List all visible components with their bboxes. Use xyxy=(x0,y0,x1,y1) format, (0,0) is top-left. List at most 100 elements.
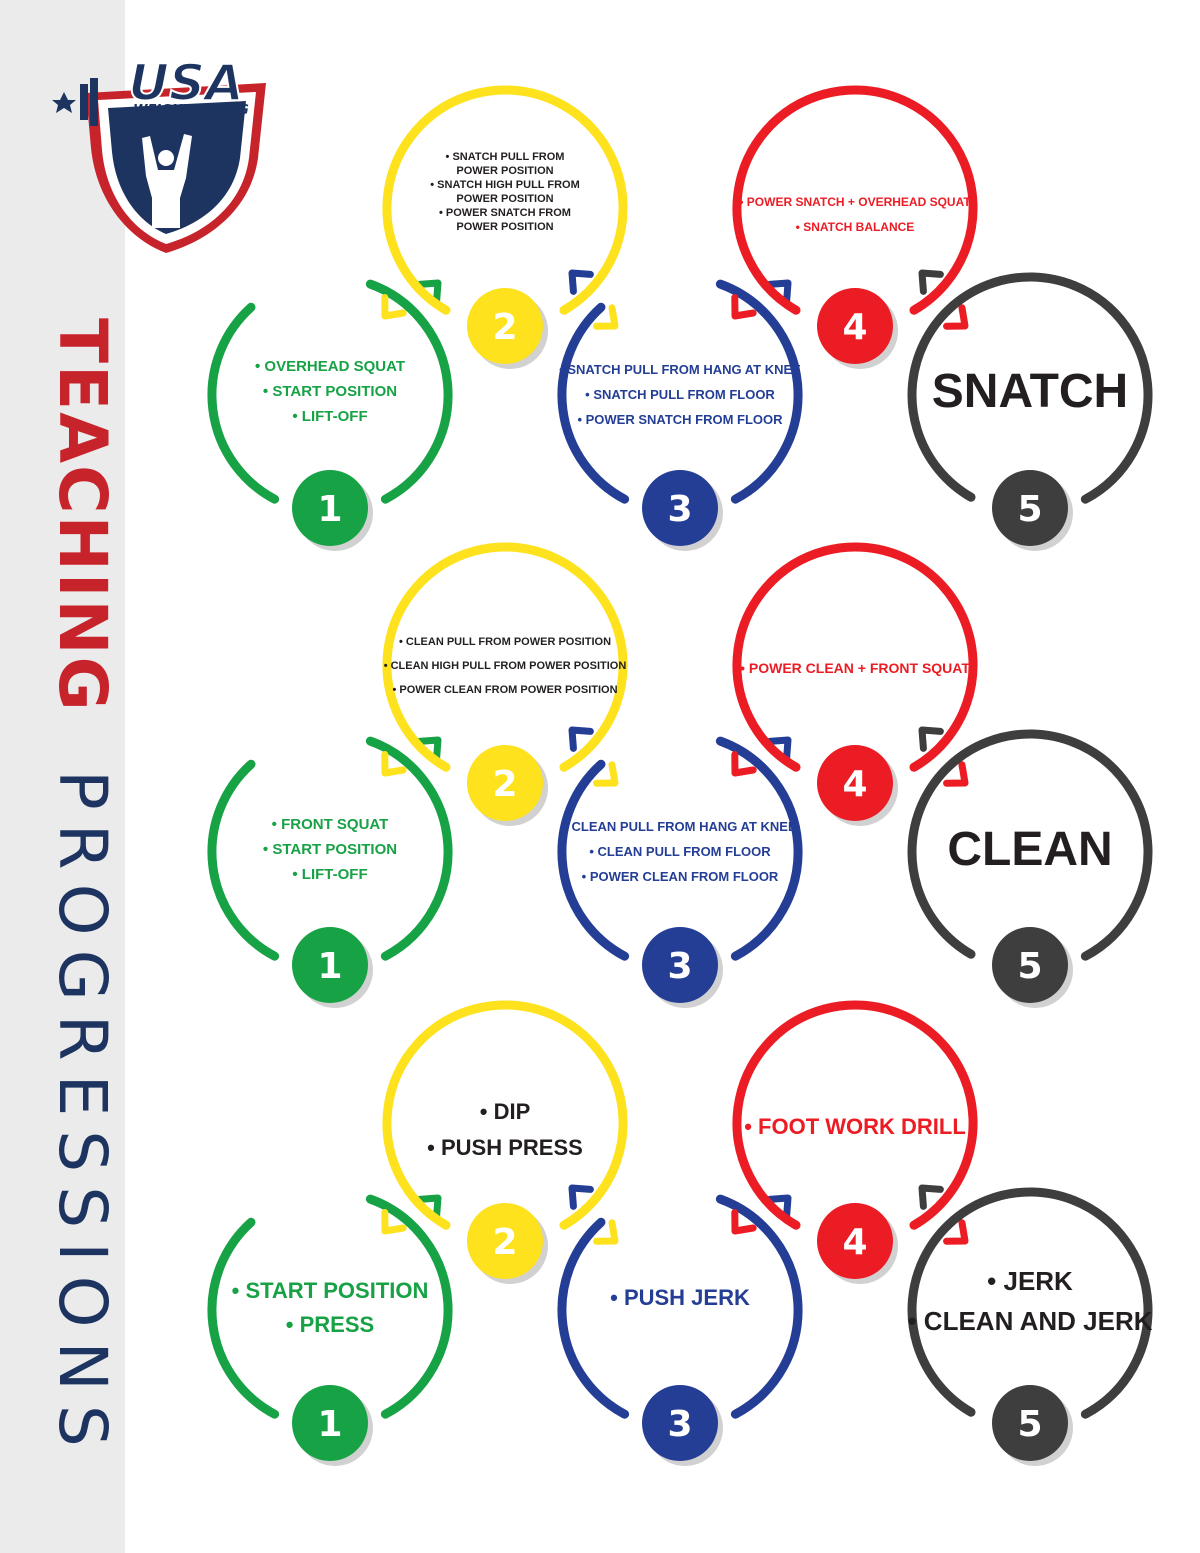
step2-label: POWER POSITION xyxy=(456,221,553,233)
arrow-step-4-left xyxy=(731,751,757,777)
step4-label: • POWER SNATCH + OVERHEAD SQUAT xyxy=(739,195,971,209)
step2-label: • SNATCH PULL FROM xyxy=(446,151,565,163)
circle-step-1-right xyxy=(365,279,453,504)
arrow-step-3-right xyxy=(766,1194,792,1220)
step3-label: • SNATCH PULL FROM FLOOR xyxy=(585,387,775,402)
arrow-step-2-left xyxy=(381,751,407,777)
badge-step-2: 2 xyxy=(467,288,548,369)
title-teaching: TEACHING xyxy=(44,318,121,713)
logo-sub-text: WEIGHTLIFTING xyxy=(133,103,249,118)
arrow-step-2-left xyxy=(381,294,407,320)
circle-step-5 xyxy=(907,1187,1079,1417)
circle-step-2 xyxy=(382,89,479,315)
badge-step-3: 3 xyxy=(642,1385,723,1466)
step1-label: • START POSITION xyxy=(232,1278,429,1303)
step-number: 3 xyxy=(667,946,692,987)
circle-step-4-top xyxy=(820,542,978,772)
step1-label: • OVERHEAD SQUAT xyxy=(255,358,405,375)
circle-step-5 xyxy=(907,729,1079,959)
step2-label: POWER POSITION xyxy=(456,193,553,205)
badge-step-4: 4 xyxy=(817,1203,898,1284)
step4-label: • POWER CLEAN + FRONT SQUAT xyxy=(740,660,970,676)
circle-step-4 xyxy=(732,546,829,772)
circle-step-2-top xyxy=(470,1000,628,1230)
circle-step-3-right xyxy=(715,736,803,961)
step3-label: • CLEAN PULL FROM FLOOR xyxy=(589,844,771,859)
step-number: 5 xyxy=(1017,489,1042,530)
step2-label: • PUSH PRESS xyxy=(427,1135,583,1160)
arrow-step-3-right xyxy=(766,279,792,305)
badge-step-4: 4 xyxy=(817,288,898,369)
arrow-step-4-right xyxy=(943,304,969,330)
arrow-step-5 xyxy=(918,726,944,752)
step3-label: • SNATCH PULL FROM HANG AT KNEE xyxy=(559,362,801,377)
arrow-step-2-left xyxy=(381,1209,407,1235)
step3-label: • PUSH JERK xyxy=(610,1285,750,1310)
arrow-step-4-left xyxy=(731,294,757,320)
step2-label: POWER POSITION xyxy=(456,165,553,177)
step-number: 2 xyxy=(492,764,517,805)
step1-label: • START POSITION xyxy=(263,841,397,858)
circle-step-4-top xyxy=(820,85,978,315)
circle-step-3-right xyxy=(715,1194,803,1419)
step-number: 1 xyxy=(317,946,342,987)
arrow-step-4-right xyxy=(943,1219,969,1245)
circle-step-3 xyxy=(557,1217,630,1419)
step-number: 1 xyxy=(317,489,342,530)
step3-label: • CLEAN PULL FROM HANG AT KNEE xyxy=(563,819,797,834)
badge-step-3: 3 xyxy=(642,470,723,551)
circle-step-1-right xyxy=(365,1194,453,1419)
page-title: TEACHING PROGRESSIONS xyxy=(44,318,121,1518)
step4-label: • SNATCH BALANCE xyxy=(796,220,915,234)
arrow-step-4-right xyxy=(943,761,969,787)
step1-label: • LIFT-OFF xyxy=(292,408,367,425)
step2-label: • POWER CLEAN FROM POWER POSITION xyxy=(392,684,617,696)
badge-step-2: 2 xyxy=(467,1203,548,1284)
circle-step-1 xyxy=(207,759,280,961)
arrow-step-2-right xyxy=(593,1219,619,1245)
step-number: 4 xyxy=(842,307,867,348)
badge-step-5: 5 xyxy=(992,470,1073,551)
badge-step-1: 1 xyxy=(292,927,373,1008)
step5-label: CLEAN xyxy=(947,823,1112,876)
circle-step-4-top xyxy=(820,1000,978,1230)
circle-step-4 xyxy=(732,89,829,315)
title-progressions: PROGRESSIONS xyxy=(44,769,121,1461)
circle-step-3-right xyxy=(715,279,803,504)
step-number: 2 xyxy=(492,307,517,348)
circle-step-3 xyxy=(557,759,630,961)
logo-usa-text: USA xyxy=(128,54,243,112)
step5-label: • JERK xyxy=(987,1266,1073,1296)
circle-step-2 xyxy=(382,546,479,772)
arrow-step-5 xyxy=(918,269,944,295)
step-number: 2 xyxy=(492,1222,517,1263)
arrow-step-2-right xyxy=(593,761,619,787)
arrow-step-5 xyxy=(918,1184,944,1210)
arrow-step-3-right xyxy=(766,736,792,762)
arrow-step-4-left xyxy=(731,1209,757,1235)
circle-step-5-right xyxy=(1069,738,1153,961)
circle-step-1-right xyxy=(365,736,453,961)
badge-step-1: 1 xyxy=(292,1385,373,1466)
step1-label: • PRESS xyxy=(286,1312,374,1337)
step-number: 4 xyxy=(842,1222,867,1263)
step-number: 3 xyxy=(667,1404,692,1445)
step-number: 3 xyxy=(667,489,692,530)
step2-label: • SNATCH HIGH PULL FROM xyxy=(430,179,580,191)
arrow-step-2-right xyxy=(593,304,619,330)
step3-label: • POWER CLEAN FROM FLOOR xyxy=(582,869,779,884)
circle-step-3 xyxy=(557,302,630,504)
badge-step-5: 5 xyxy=(992,1385,1073,1466)
step2-label: • CLEAN HIGH PULL FROM POWER POSITION xyxy=(384,660,627,672)
circle-step-2-top xyxy=(470,85,628,315)
badge-step-1: 1 xyxy=(292,470,373,551)
badge-step-3: 3 xyxy=(642,927,723,1008)
badge-step-2: 2 xyxy=(467,745,548,826)
circle-step-4 xyxy=(732,1004,829,1230)
circle-step-1 xyxy=(207,302,280,504)
badge-step-4: 4 xyxy=(817,745,898,826)
step-number: 5 xyxy=(1017,1404,1042,1445)
